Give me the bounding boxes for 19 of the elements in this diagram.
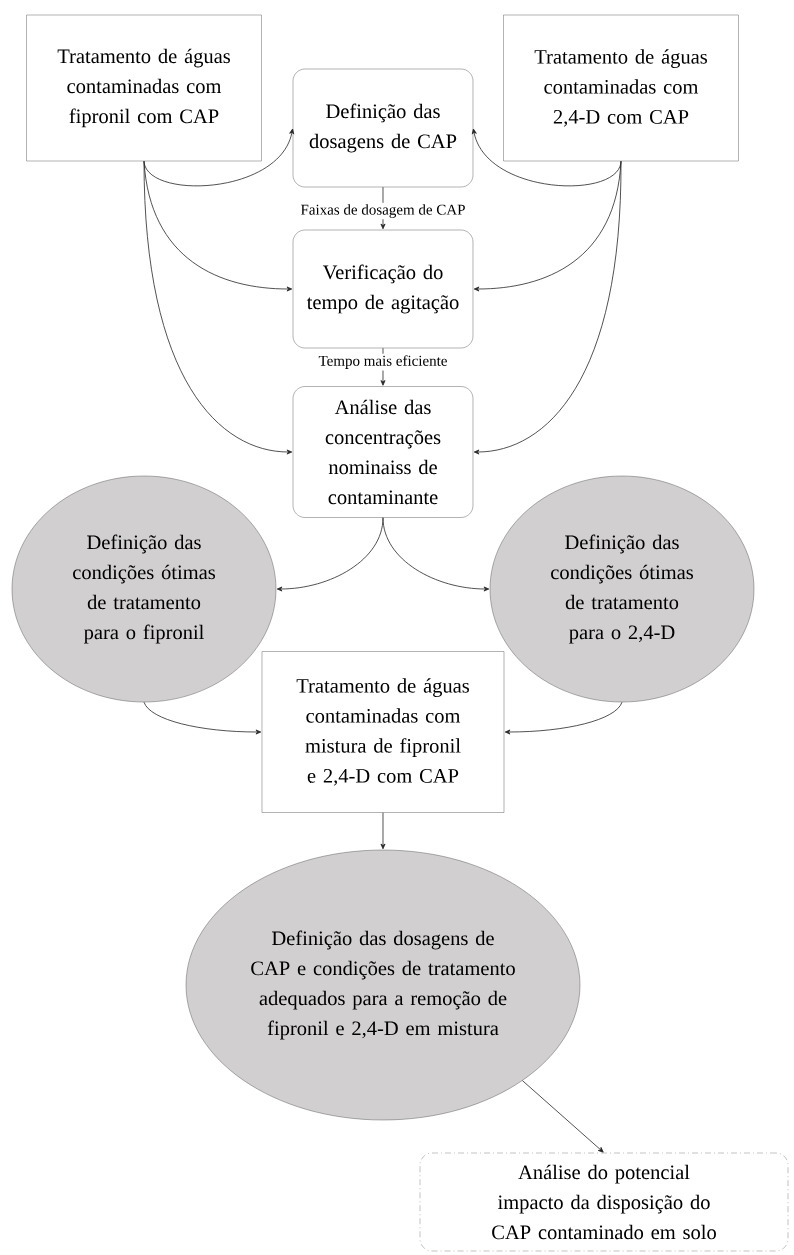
arrow — [143, 160, 293, 455]
arrow — [143, 701, 262, 735]
arrow — [522, 1080, 604, 1153]
arrow — [473, 160, 622, 455]
arrow — [380, 812, 386, 850]
arrow — [382, 517, 490, 592]
process-box: Tratamento de águas contaminadas com mistura de fipronil e 2,4-D com CAP — [261, 651, 505, 813]
dash-dot-rounded-box: Análise do potencial impacto da disposição do CAP contaminado em solo — [419, 1152, 789, 1252]
rounded-process-box: Verificação do tempo de agitação — [292, 229, 474, 349]
process-box: Tratamento de águas contaminadas com fipronil com CAP — [26, 14, 262, 162]
arrow — [471, 128, 622, 187]
edge-label: Tempo mais eficiente — [317, 353, 449, 371]
arrow — [143, 128, 295, 187]
arrow — [504, 701, 623, 735]
arrow — [276, 517, 384, 592]
process-box: Tratamento de águas contaminadas com 2,4-D com CAP — [503, 14, 739, 162]
rounded-process-box: Análise das concentrações nominaiss de contaminante — [292, 386, 474, 518]
rounded-process-box: Definição das dosagens de CAP — [292, 68, 474, 188]
edge-label: Faixas de dosagem de CAP — [299, 202, 467, 220]
